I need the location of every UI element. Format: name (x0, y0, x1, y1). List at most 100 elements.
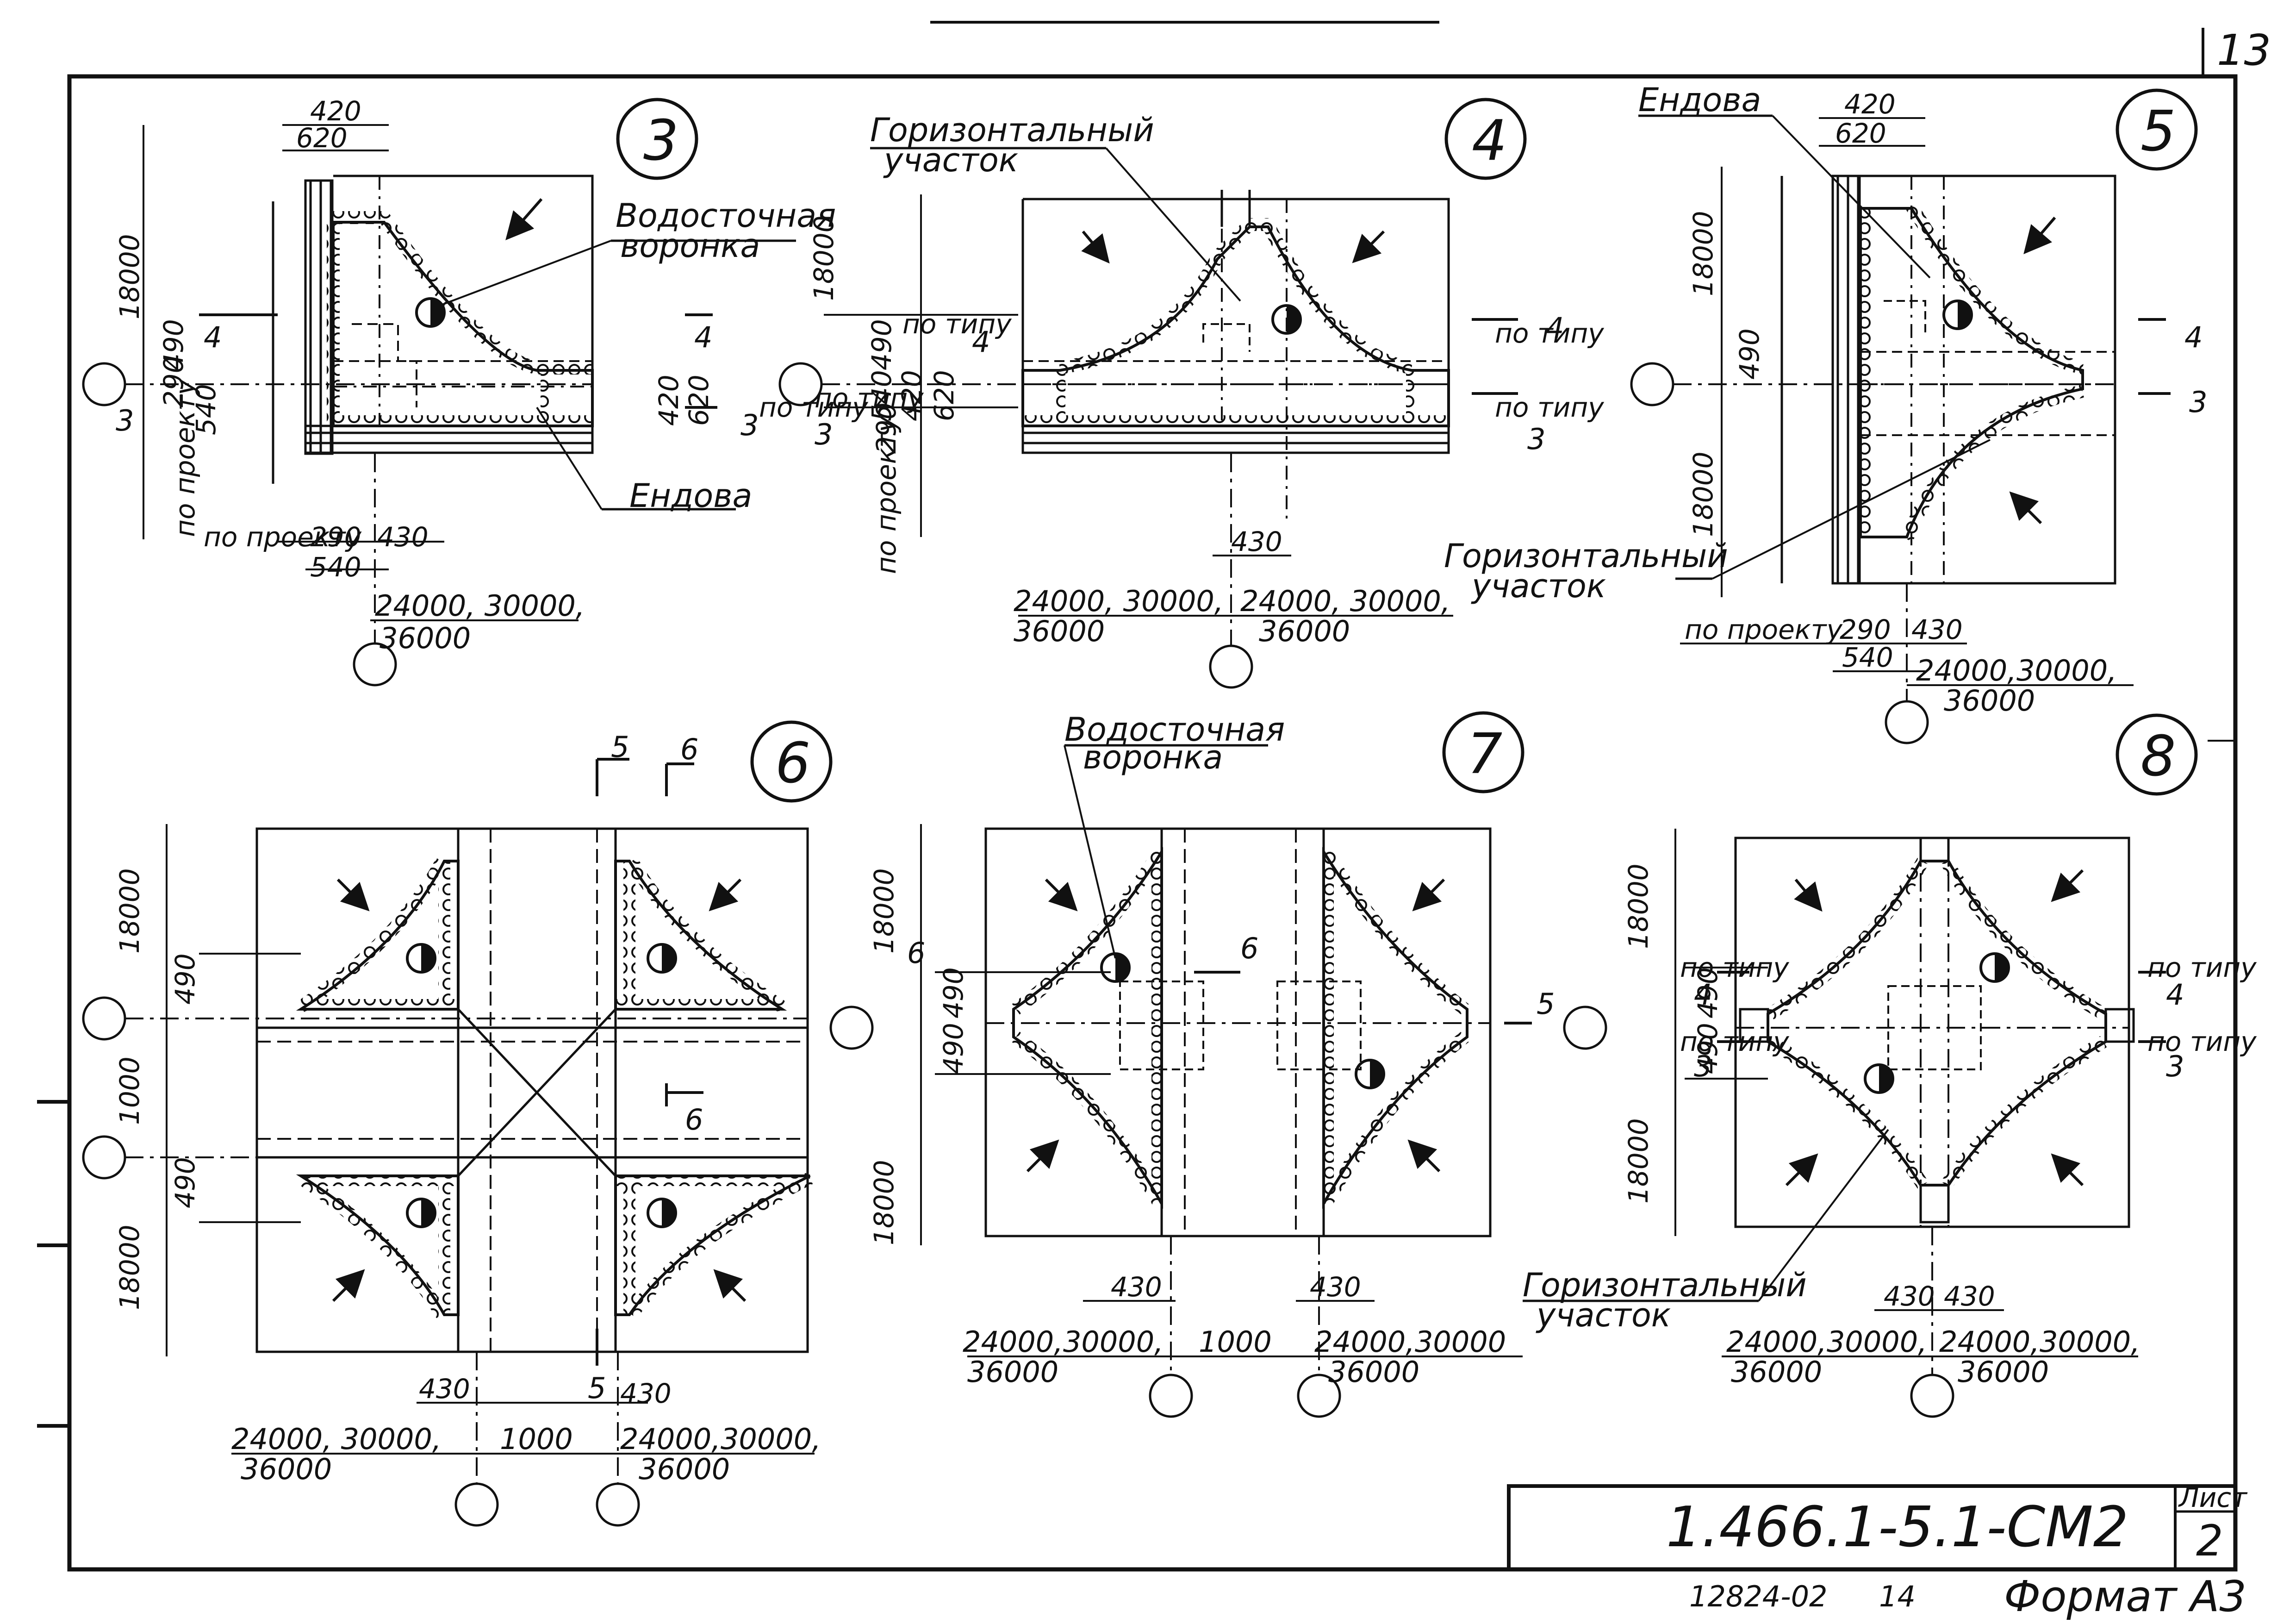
node-6-dim-430b: 430 (620, 1378, 672, 1409)
node-4-section-4r: 4 (1546, 311, 1564, 345)
node-6-number: 6 (775, 731, 810, 796)
drawing-code: 1.466.1-5.1-СМ2 (1666, 1495, 2128, 1560)
node-6-section-6b: 6 (685, 1103, 703, 1137)
node-6-section-5b: 5 (588, 1371, 606, 1405)
node-6-dim-1000h: 1000 (500, 1422, 573, 1456)
node-3-label-vodostochnaya: Водосточная (616, 197, 836, 235)
sheet-label: Лист (2178, 1482, 2248, 1513)
node-7-dim-490b: 490 (938, 1023, 969, 1074)
node-5-dim-430: 430 (1911, 614, 1963, 645)
node-5-po-proektu: по проекту (1685, 614, 1843, 645)
node-3-label-voronka: воронка (620, 227, 760, 265)
node-3-po-proektu-h: по проекту (204, 521, 362, 553)
node-4-label-gorizontalny: Горизонтальный (870, 111, 1154, 149)
node-7-label-voronka: воронка (1083, 738, 1223, 776)
node-8-label-gorizontalny: Горизонтальный (1523, 1266, 1807, 1304)
node-7-dim-18000b: 18000 (868, 1160, 900, 1245)
node-6-dim-490b: 490 (169, 1157, 201, 1208)
node-3-marker (616, 98, 698, 180)
node-7-span-c: 24000,30000 (1314, 1325, 1506, 1359)
format-label: Формат А3 (2004, 1572, 2246, 1621)
node-8-po-tipu-r2: по типу (2147, 1026, 2257, 1057)
node-4-span-c: 24000, 30000, (1240, 584, 1450, 618)
node-4-dim-540: 540 (866, 370, 897, 421)
node-4-dim-490: 490 (866, 319, 897, 370)
sheet-number: 2 (2196, 1516, 2223, 1566)
node-7-label-vodostochnaya: Водосточная (1064, 711, 1285, 749)
node-3: 3 (82, 98, 796, 687)
node-8-span-b: 36000 (1731, 1355, 1822, 1389)
node-5-dim-18000b: 18000 (1687, 451, 1719, 537)
node-6-section-5: 5 (611, 730, 629, 764)
node-4: 4 (778, 98, 1527, 689)
node-4-span-a: 24000, 30000, (1014, 584, 1224, 618)
node-5-section-3: 3 (2189, 385, 2207, 419)
node-3-section-4r: 4 (694, 320, 712, 354)
node-4-po-tipu-m: по типу (815, 382, 924, 414)
node-3-dim-290: 290 (158, 356, 189, 407)
node-6-dim-18000a: 18000 (114, 868, 145, 954)
bottom-stamp-2: 14 (1879, 1580, 1916, 1613)
node-7-span-d: 36000 (1328, 1355, 1419, 1389)
node-3-dim-420: 420 (310, 95, 361, 127)
node-7-span-a: 24000,30000, (963, 1325, 1164, 1359)
node-6-span-a: 24000, 30000, (231, 1422, 442, 1456)
node-5-dim-420: 420 (1844, 88, 1896, 120)
node-7-dim-490a: 490 (938, 967, 969, 1018)
node-3-dim-620: 620 (296, 122, 348, 154)
node-3-dim-540: 540 (190, 384, 222, 435)
node-5-label-gorizontalny: Горизонтальный (1444, 537, 1728, 575)
node-7: 7 (829, 711, 1607, 1418)
node-4-dim-430: 430 (1231, 526, 1282, 557)
node-4-marker (1444, 98, 1527, 180)
node-6-span-c: 24000,30000, (620, 1422, 821, 1456)
node-7-number: 7 (1467, 722, 1502, 787)
node-5-dim-290: 290 (1840, 614, 1891, 645)
node-5-label-endova: Ендова (1638, 81, 1761, 119)
node-5-dim-18000a: 18000 (1687, 211, 1719, 296)
node-3-section-3r: 3 (740, 408, 759, 442)
node-8-section-3r: 3 (2166, 1049, 2184, 1083)
node-8-span-c: 24000,30000, (1939, 1325, 2140, 1359)
node-3-number: 3 (643, 109, 678, 173)
sheet-frame (37, 21, 2238, 1572)
node-8-dim-490b: 490 (1692, 1023, 1724, 1074)
node-4-dim-18000: 18000 (808, 215, 840, 301)
node-7-section-6r: 6 (1240, 931, 1258, 965)
node-5-section-4: 4 (2184, 320, 2203, 354)
node-6-dim-490a: 490 (169, 953, 201, 1005)
node-8-section-4l: 4 (1694, 978, 1712, 1012)
node-3-dim-420b: 420 (653, 375, 684, 426)
node-3-dim-620b: 620 (683, 375, 715, 426)
node-8-label-uchastok: участок (1536, 1296, 1671, 1334)
node-8-section-4r: 4 (2166, 978, 2184, 1012)
node-8-number: 8 (2140, 725, 2176, 789)
node-7-dim-430b: 430 (1310, 1271, 1361, 1303)
node-4-span-d: 36000 (1259, 614, 1350, 648)
node-7-dim-430a: 430 (1111, 1271, 1162, 1303)
node-5-label-uchastok: участок (1471, 567, 1606, 605)
node-8-dim-490a: 490 (1692, 967, 1724, 1018)
node-6-span-b: 36000 (241, 1452, 332, 1486)
node-3-span-a: 24000, 30000, (375, 589, 585, 623)
node-4-number: 4 (1472, 109, 1507, 173)
node-6-marker (750, 720, 833, 803)
node-5-marker (2116, 88, 2198, 171)
node-8-dim-18000a: 18000 (1623, 863, 1654, 949)
node-3-dim-18000: 18000 (114, 234, 145, 319)
node-8-po-tipu-r1: по типу (2147, 952, 2257, 983)
node-8-marker (2116, 713, 2198, 796)
node-8-section-3l: 3 (1694, 1049, 1712, 1083)
node-7-section-6l: 6 (907, 936, 925, 970)
node-3-dim-290h: 290 (310, 521, 361, 553)
bottom-stamp: 12824-02 (1689, 1580, 1828, 1613)
title-block (1507, 1484, 2237, 1571)
node-3-section-3: 3 (116, 404, 134, 437)
node-5-dim-620: 620 (1835, 118, 1886, 149)
node-4-label-uchastok: участок (883, 141, 1018, 179)
node-7-dim-18000a: 18000 (868, 868, 900, 954)
node-8-dim-18000b: 18000 (1623, 1118, 1654, 1204)
node-5-dim-490: 490 (1734, 328, 1765, 380)
node-5-number: 5 (2140, 100, 2176, 164)
node-6-dim-430a: 430 (419, 1373, 470, 1405)
